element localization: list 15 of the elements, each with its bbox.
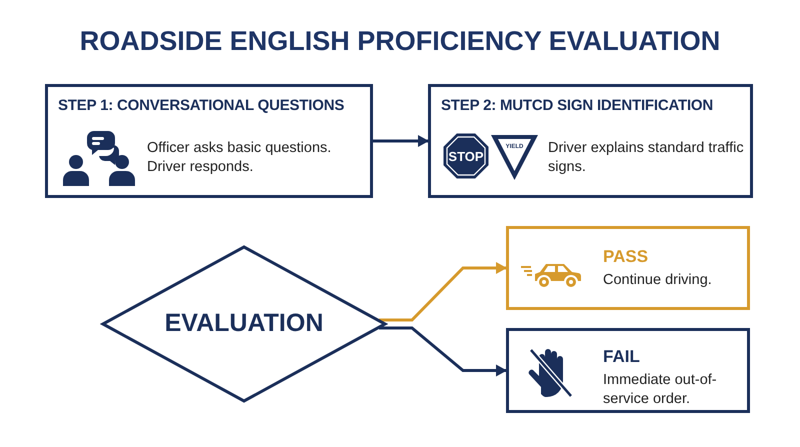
- step-heading: STEP 2: MUTCD SIGN IDENTIFICATION: [441, 97, 714, 114]
- outcome-heading: PASS: [603, 247, 648, 267]
- outcome-box: [506, 328, 750, 413]
- outcome-box: [506, 226, 750, 310]
- outcome-description: Immediate out-of-service order.: [603, 371, 718, 409]
- decision-label: EVALUATION: [164, 309, 324, 338]
- step-heading: STEP 1: CONVERSATIONAL QUESTIONS: [58, 97, 344, 114]
- decision-diamond: [100, 245, 388, 403]
- outcome-description: Continue driving.: [603, 271, 713, 290]
- step-description: Officer asks basic questions. Driver responds.: [147, 139, 332, 177]
- step-box: [428, 84, 753, 198]
- title: ROADSIDE ENGLISH PROFICIENCY EVALUATION: [78, 26, 722, 57]
- step-description: Driver explains standard traffic signs.: [548, 139, 745, 177]
- outcome-heading: FAIL: [603, 347, 640, 367]
- step-box: [45, 84, 373, 198]
